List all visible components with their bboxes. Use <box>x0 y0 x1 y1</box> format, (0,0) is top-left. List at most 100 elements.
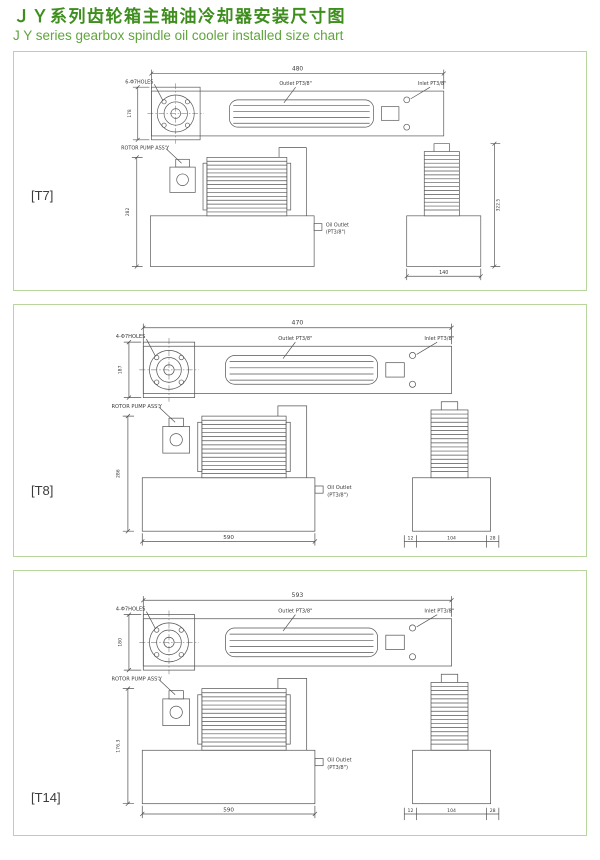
top-side-dim-lines <box>123 339 142 400</box>
side-bottom-parts-dim: 12 104 28 <box>403 535 500 548</box>
cooler-fins <box>201 419 287 474</box>
cooler-side-plate <box>197 421 203 472</box>
side-cooler-fins <box>424 154 460 211</box>
page-title-zh: ＪＹ系列齿轮箱主轴油冷却器安装尺寸图 <box>13 7 346 26</box>
left-height-dim-text: 286 <box>116 469 122 478</box>
front-bottom-dim: 590 <box>139 533 318 546</box>
top-width-dim-text: 593 <box>292 592 304 599</box>
pump-leader-line <box>158 679 176 695</box>
cooler-fins <box>201 692 287 747</box>
outlet-label: Outlet PT3/8" <box>278 336 312 342</box>
side-cooler-fins <box>431 686 468 745</box>
centerlines <box>139 610 199 675</box>
cooler-core <box>206 156 288 217</box>
left-height-dim-lines <box>122 686 135 806</box>
panel-label-t8: [T8] <box>31 483 54 499</box>
top-side-dim-lines <box>123 612 142 673</box>
cooler-fins <box>206 160 287 213</box>
drawing-area-t8: 4-Φ7HOLES 470 Outlet PT3/8" Inlet PT3/8"… <box>20 309 580 552</box>
panel-label-t7: [T7] <box>31 187 54 203</box>
top-width-dim-text: 470 <box>292 320 304 327</box>
centerlines <box>139 337 199 402</box>
motor-pump <box>162 417 190 454</box>
side-bottom-part-3: 28 <box>490 808 496 814</box>
side-bottom-part-2: 104 <box>447 535 456 541</box>
top-side-dim-lines <box>132 84 150 142</box>
side-view: 322.5 140 <box>404 141 501 281</box>
cooler-side-plate <box>285 421 291 472</box>
drawing-lines: 4-Φ7HOLES 470 Outlet PT3/8" Inlet PT3/8"… <box>111 320 500 548</box>
side-view: 12 104 28 <box>403 401 500 548</box>
left-height-dim-lines <box>131 155 143 269</box>
cooler-side-plate <box>202 162 208 211</box>
panel-t7: [T7] <box>13 50 587 291</box>
front-view: ROTOR PUMP ASS'Y 176.3 Oil Outlet (PT3/8… <box>111 676 352 818</box>
top-side-dim-text: 180 <box>118 638 124 647</box>
inlet-label: Inlet PT3/8" <box>418 81 446 87</box>
holes-note: 4-Φ7HOLES <box>116 334 146 340</box>
bolt-hole <box>161 122 167 128</box>
leader-lines <box>146 611 438 632</box>
side-bottom-part-3: 28 <box>490 535 496 541</box>
inlet-port <box>409 351 416 359</box>
panel-t14: [T14] <box>13 569 587 836</box>
top-side-dim-text: 187 <box>118 365 124 374</box>
side-tank <box>406 215 482 267</box>
bolt-hole <box>154 379 160 385</box>
oil-outlet-stub <box>314 758 324 766</box>
top-width-dim-text: 480 <box>292 67 303 73</box>
inlet-port <box>409 624 416 632</box>
fitting-block <box>385 634 405 650</box>
centerlines <box>147 83 205 144</box>
drawing-lines: 6-Φ7HOLES 480 Outlet PT3/8" Inlet PT3/8"… <box>121 67 501 281</box>
side-cooler-fins <box>431 413 468 472</box>
outlet-label: Outlet PT3/8" <box>278 608 312 614</box>
front-bottom-dim: 590 <box>139 805 318 818</box>
left-height-dim-text: 282 <box>125 207 131 216</box>
cooler-side-plate <box>285 694 291 745</box>
side-pipe <box>440 673 459 683</box>
motor-pump <box>162 690 190 726</box>
side-view: 12 104 28 <box>403 673 500 821</box>
panel-t8: [T8] <box>13 303 587 557</box>
pump-leader-line <box>158 406 176 423</box>
right-height-dim: 322.5 <box>490 141 501 269</box>
cooler-core <box>201 688 287 751</box>
bolt-hole <box>178 627 184 633</box>
bolt-hole <box>178 379 184 385</box>
holes-note: 6-Φ7HOLES <box>125 79 153 85</box>
pump-label: ROTOR PUMP ASS'Y <box>121 145 169 151</box>
coil <box>225 627 378 658</box>
bolt-hole <box>178 651 184 658</box>
fitting-block <box>381 106 400 121</box>
top-view: 4-Φ7HOLES 593 Outlet PT3/8" Inlet PT3/8"… <box>116 592 454 675</box>
side-bottom-dim: 140 <box>404 268 483 281</box>
side-bottom-dim-text: 140 <box>439 270 448 276</box>
page-header: ＪＹ系列齿轮箱主轴油冷却器安装尺寸图 J Y series gearbox sp… <box>13 7 587 44</box>
oil-outlet-label-2: (PT3/8") <box>326 229 346 235</box>
outlet-port <box>403 123 410 131</box>
outlet-port <box>409 380 416 388</box>
oil-outlet-label-2: (PT3/8") <box>327 492 348 498</box>
coil <box>229 99 374 128</box>
cooler-core <box>201 415 287 479</box>
bolt-hole <box>184 99 190 105</box>
technical-drawing-svg: 4-Φ7HOLES 470 Outlet PT3/8" Inlet PT3/8"… <box>111 320 500 548</box>
side-bottom-parts-dim: 12 104 28 <box>403 807 500 821</box>
fitting-block <box>385 362 405 378</box>
front-bottom-dim-text: 590 <box>223 535 234 541</box>
bolt-hole <box>161 99 167 105</box>
pipe <box>277 677 308 751</box>
oil-tank <box>141 477 316 532</box>
inlet-label: Inlet PT3/8" <box>424 336 454 342</box>
bolt-hole <box>154 354 160 361</box>
bolt-hole <box>154 627 160 633</box>
left-height-dim-lines <box>122 413 135 534</box>
coil-lines <box>233 105 370 124</box>
pipe <box>278 147 307 216</box>
outlet-label: Outlet PT3/8" <box>279 81 312 87</box>
side-pipe <box>440 401 459 410</box>
oil-outlet-stub <box>314 485 324 494</box>
bolt-hole <box>184 122 190 128</box>
